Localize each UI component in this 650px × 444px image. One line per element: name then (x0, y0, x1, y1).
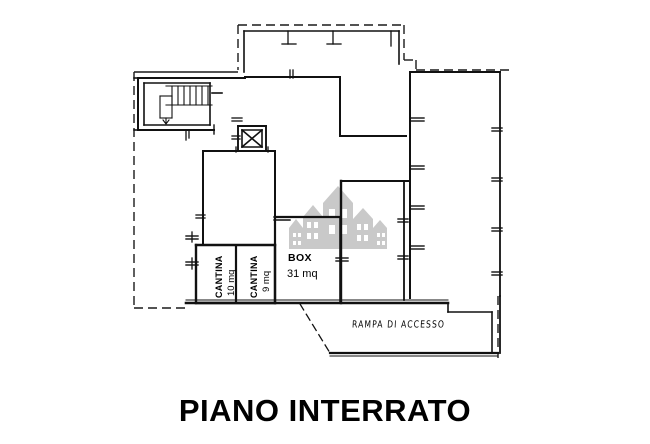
spine-wall (244, 69, 407, 137)
right-garage-room (335, 179, 411, 305)
watermark-house-medium-left (303, 205, 323, 249)
watermark-house-small-left (289, 219, 303, 249)
elevator-shaft (231, 117, 267, 152)
building-walls (133, 30, 503, 357)
watermark-house-medium-right (353, 208, 373, 249)
bottom-exterior-wall (184, 299, 450, 305)
staircase-treads (159, 85, 223, 125)
left-wall-stubs (133, 77, 141, 131)
annotation-rampa-di-accesso: RAMPA DI ACCESSO (351, 319, 446, 331)
property-boundary-dashed (133, 24, 510, 358)
stairwell-block (137, 77, 246, 135)
room-label-cantina-9-area: 9 mq (261, 270, 272, 292)
page-title: PIANO INTERRATO (178, 393, 472, 428)
top-room-walls (243, 30, 400, 73)
room-label-cantina-10-name: CANTINA (214, 255, 224, 298)
watermark-house-small-right (373, 220, 387, 249)
room-label-box-name: BOX (288, 252, 312, 264)
room-label-box-area: 31 mq (287, 268, 318, 280)
access-ramp (299, 302, 500, 357)
room-label-cantina-9-name: CANTINA (249, 255, 259, 298)
corridor-door-marks (185, 129, 190, 141)
right-outer-wall (409, 71, 501, 299)
room-label-cantina-10-area: 10 mq (226, 269, 237, 296)
right-lower-wall (491, 71, 503, 354)
